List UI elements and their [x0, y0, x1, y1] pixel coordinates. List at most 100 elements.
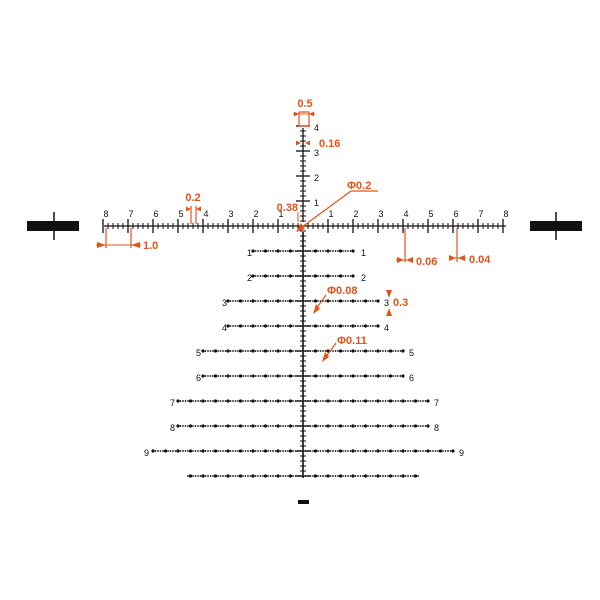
row-dot: [404, 425, 407, 427]
row-label-left: 7: [170, 398, 175, 408]
row-dot: [288, 374, 293, 378]
row-dot: [247, 400, 249, 402]
row-dot: [434, 450, 437, 452]
row-dot: [276, 324, 280, 328]
row-dot: [399, 375, 402, 377]
row-dot: [276, 474, 280, 478]
row-dot: [317, 475, 319, 477]
row-dot: [413, 449, 418, 453]
row-dot: [229, 325, 232, 327]
row-dot: [212, 475, 214, 477]
row-dot: [213, 374, 218, 378]
row-dot: [154, 450, 157, 452]
row-dot: [338, 374, 343, 378]
row-dot: [342, 475, 344, 477]
row-dot: [412, 450, 414, 452]
row-dot: [257, 400, 259, 402]
row-dot: [299, 325, 302, 327]
row-dot: [197, 450, 199, 452]
row-dot: [374, 475, 377, 477]
row-dot: [222, 450, 224, 452]
row-dot: [329, 250, 332, 252]
row-dot: [388, 424, 393, 428]
dim-tick-a: 0.06: [416, 256, 437, 268]
row-dot: [201, 474, 205, 478]
row-dot: [288, 424, 293, 428]
row-dot: [188, 449, 193, 453]
row-dot: [244, 425, 247, 427]
row-dot: [247, 300, 249, 302]
row-dot: [369, 350, 372, 352]
row-dot: [249, 375, 252, 377]
row-dot: [219, 350, 222, 352]
row-dot: [347, 450, 349, 452]
row-dot: [204, 425, 207, 427]
row-dot: [259, 375, 262, 377]
row-dot: [272, 250, 274, 252]
row-dot: [357, 450, 359, 452]
row-dot: [249, 300, 252, 302]
row-dot: [442, 450, 444, 452]
row-dot: [254, 275, 257, 277]
row-dot: [297, 400, 299, 402]
row-dot: [251, 424, 255, 428]
row-dot: [451, 449, 455, 453]
row-dot: [194, 475, 197, 477]
row-dot: [367, 450, 369, 452]
row-dot: [387, 375, 389, 377]
row-dot: [324, 375, 327, 377]
row-dot: [287, 250, 289, 252]
row-dot: [222, 400, 224, 402]
row-dot: [363, 399, 368, 403]
row-dot: [212, 400, 214, 402]
row-dot: [367, 400, 369, 402]
row-dot: [307, 475, 309, 477]
row-dot: [276, 299, 280, 303]
row-dot: [307, 450, 309, 452]
row-dot: [213, 399, 218, 403]
row-dot: [272, 325, 274, 327]
row-dot: [287, 375, 289, 377]
row-dot: [317, 250, 319, 252]
row-dot: [419, 425, 422, 427]
dim-major-spacing: 1.0: [143, 240, 158, 252]
row-dot: [279, 425, 282, 427]
row-dot: [269, 325, 272, 327]
row-dot: [272, 475, 274, 477]
row-dot: [187, 450, 189, 452]
row-dot: [349, 350, 352, 352]
row-dot: [317, 325, 319, 327]
row-dot: [413, 399, 418, 403]
row-dot: [372, 425, 374, 427]
dim-row-height: 0.3: [393, 297, 408, 309]
row-dot: [272, 300, 274, 302]
row-dot: [232, 300, 234, 302]
row-dot: [332, 425, 334, 427]
row-dot: [257, 325, 259, 327]
row-dot: [354, 300, 357, 302]
row-dot: [349, 400, 352, 402]
row-dot: [369, 450, 372, 452]
row-dot: [363, 349, 368, 353]
row-dot: [237, 325, 239, 327]
row-dot: [349, 275, 352, 277]
row-dot: [338, 474, 343, 478]
row-dot: [238, 374, 243, 378]
row-dot: [284, 325, 287, 327]
row-dot: [267, 400, 269, 402]
row-dot: [444, 450, 447, 452]
row-dot: [259, 450, 262, 452]
row-dot: [257, 250, 259, 252]
row-dot: [334, 400, 337, 402]
row-dot: [449, 450, 452, 452]
row-dot: [249, 475, 252, 477]
row-dot: [217, 450, 219, 452]
row-dot: [312, 425, 314, 427]
v-label: 2: [314, 173, 319, 183]
row-dot: [238, 324, 243, 328]
row-dot: [332, 250, 334, 252]
row-dot: [274, 250, 277, 252]
row-dot: [307, 250, 309, 252]
row-dot: [299, 250, 302, 252]
row-dot: [279, 300, 282, 302]
